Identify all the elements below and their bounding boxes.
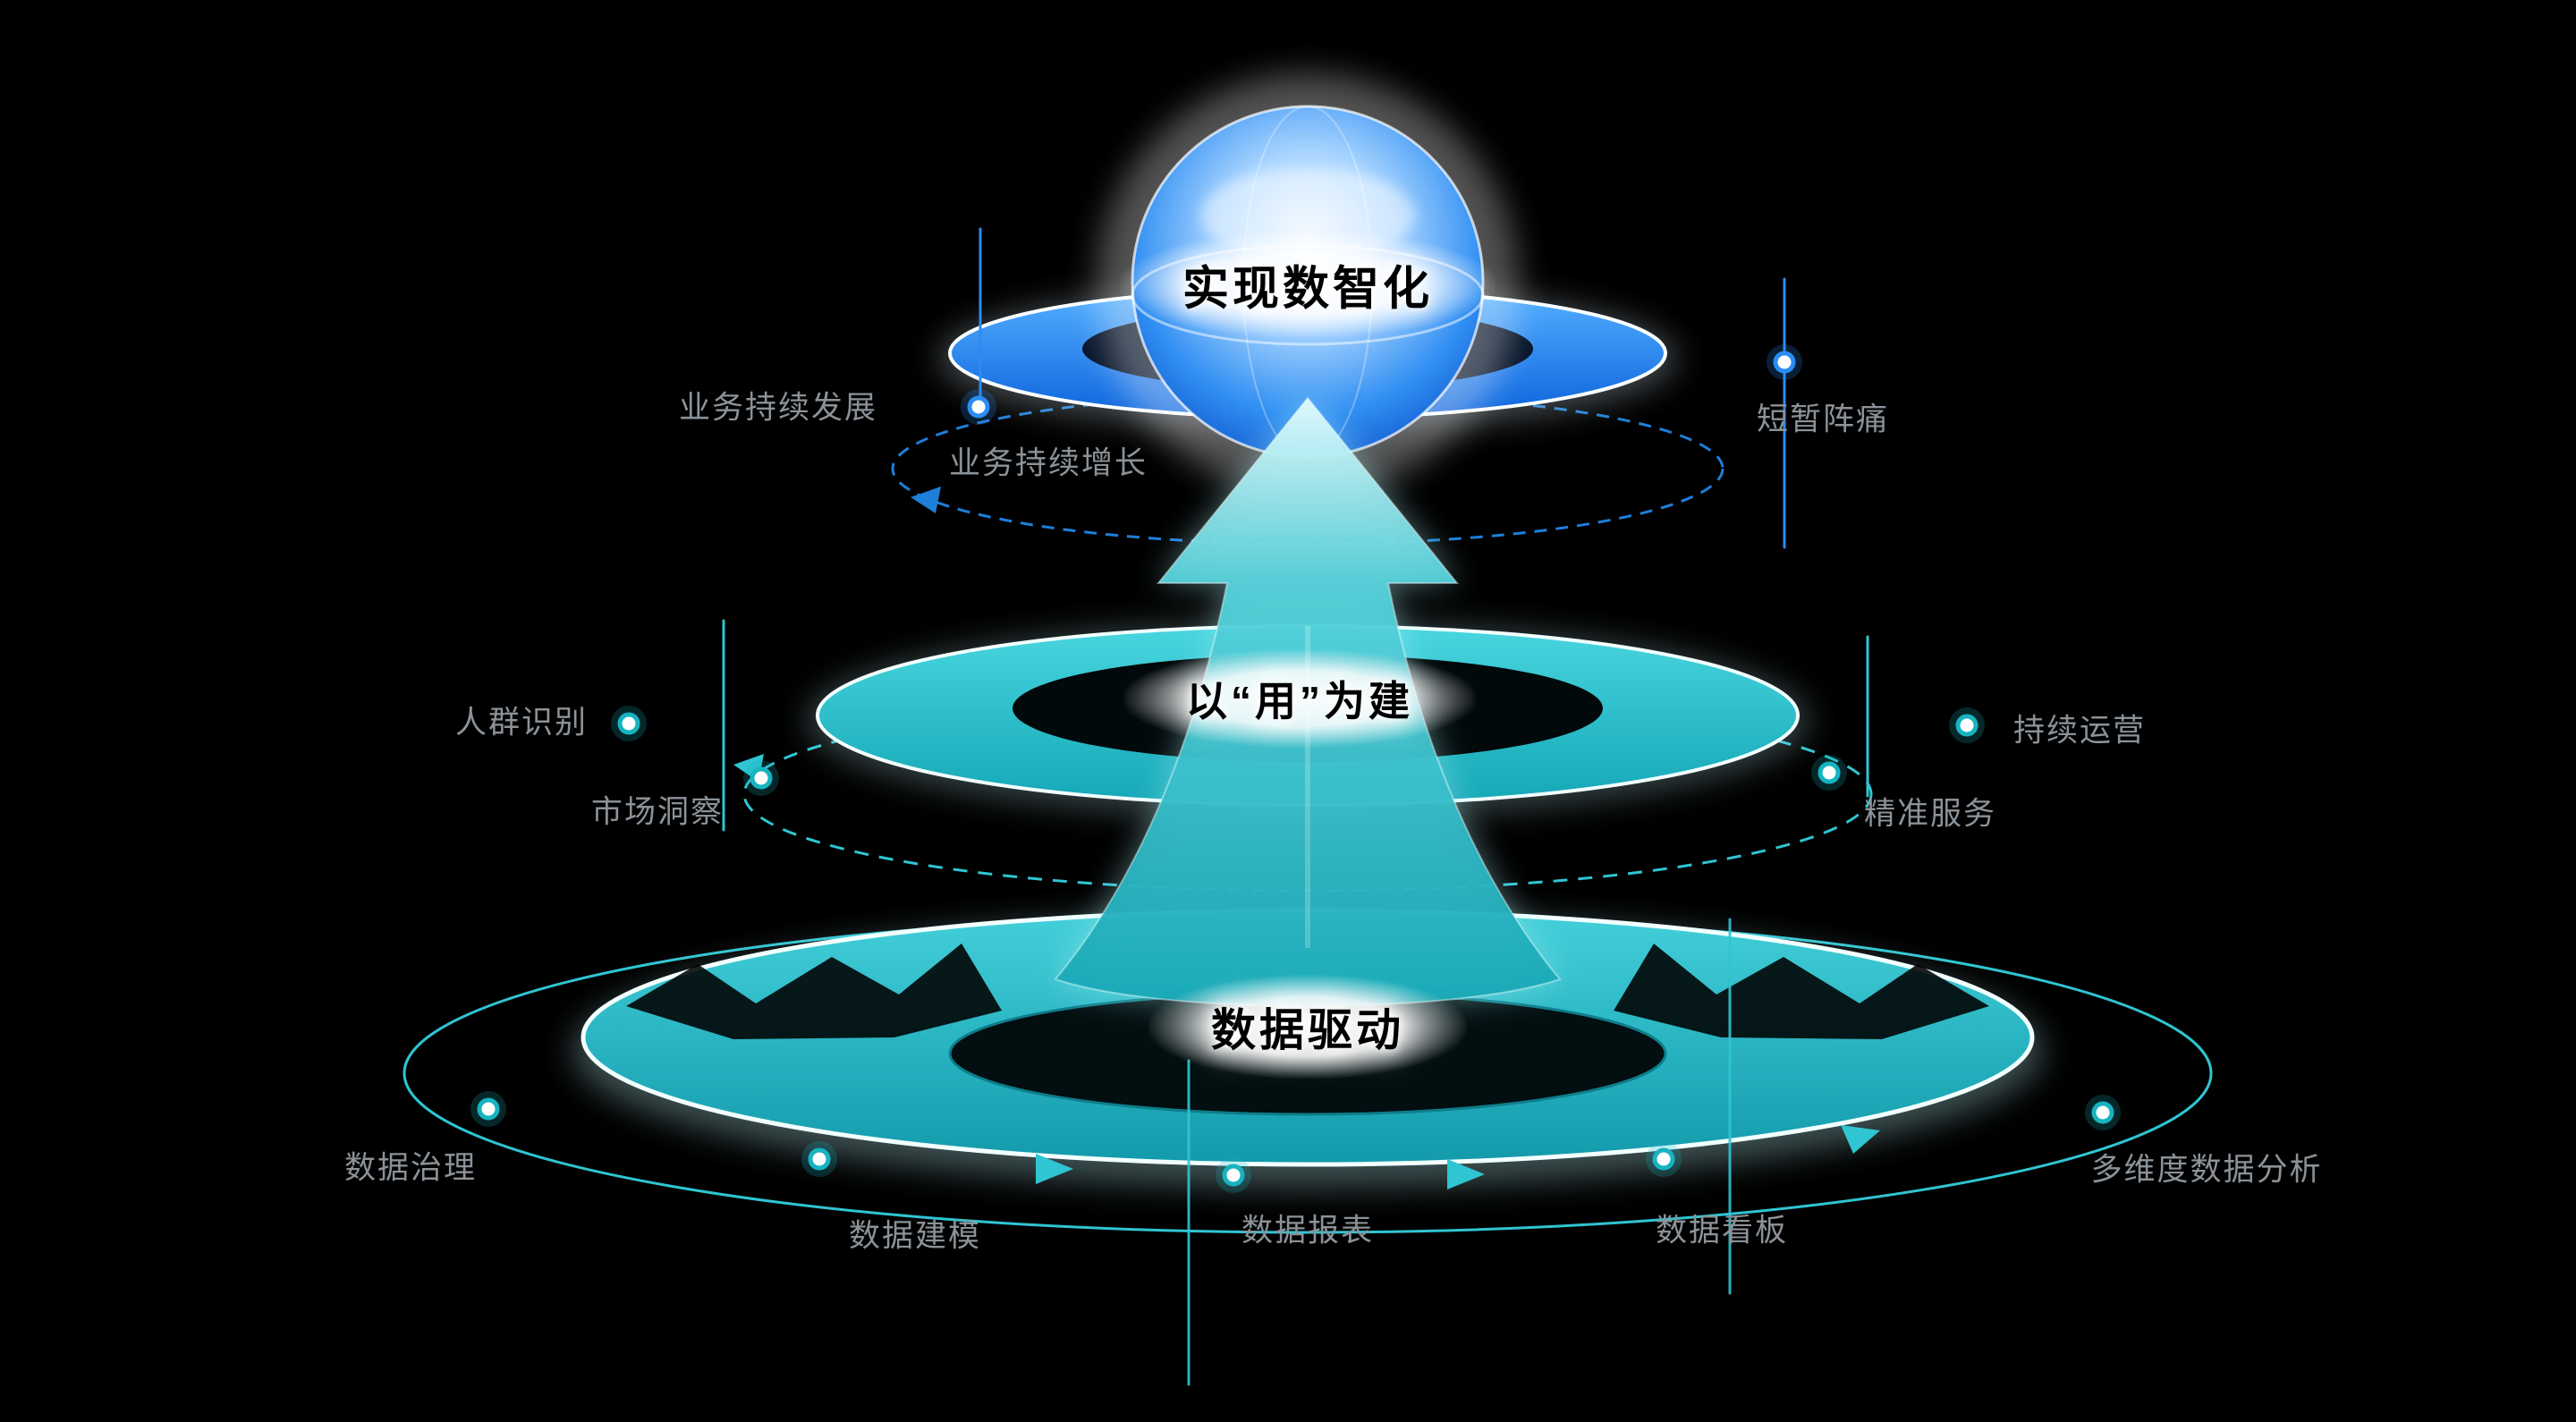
label-data-governance: 数据治理 [343,1150,478,1186]
gear-notch-left [626,944,1002,1039]
orbit-node-dots [470,344,2121,1193]
label-continuous-operation: 持续运营 [2012,713,2147,749]
label-multi-dim-analysis: 多维度数据分析 [2090,1152,2323,1188]
orbit-node-dot [477,1097,500,1121]
orbit-node-dot [750,766,773,790]
label-data-dashboard: 数据看板 [1655,1213,1789,1248]
orbit-node-dot [1818,761,1841,784]
label-precise-service: 精准服务 [1863,796,1997,832]
orbit-node-dot [617,712,640,735]
orbit-node-dot [967,395,990,419]
tier-title-bottom: 数据驱动 [1148,975,1467,1079]
label-data-modeling: 数据建模 [848,1218,982,1254]
orbit-node-dot [1955,714,1979,737]
orbit-node-dot [1222,1164,1245,1187]
label-short-pain: 短暂阵痛 [1756,402,1890,437]
label-business-growth: 业务持续发展 [678,390,878,426]
orbit-arrowheads [733,487,1880,1189]
orbit-node-dot [1652,1147,1675,1171]
orbit-node-dot [808,1147,831,1171]
tier-title-top: 实现数智化 [1119,231,1496,338]
label-business-increase: 业务持续增长 [948,445,1148,481]
label-data-report: 数据报表 [1241,1213,1375,1248]
label-crowd-identify: 人群识别 [454,705,589,741]
label-market-insight: 市场洞察 [590,794,724,830]
guide-lines [722,227,1869,1386]
gear-notch-right [1614,944,1989,1039]
tier-title-middle: 以“用”为建 [1123,649,1476,748]
orbit-node-dot [1773,351,1796,374]
orbit-node-dot [2091,1101,2114,1124]
